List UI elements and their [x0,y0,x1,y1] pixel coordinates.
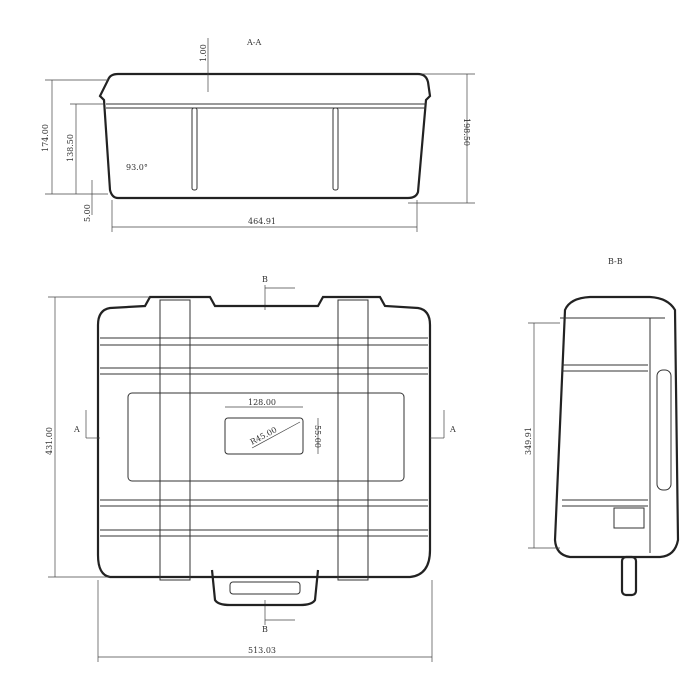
plan-view: B B 128.00 R45.00 55.00 A A 431.00 513.0… [45,275,456,662]
handle-grip [229,581,301,595]
side-handle [656,369,672,491]
rib [191,107,198,191]
section-b-b-label: B-B [608,257,623,266]
strap-right [337,299,369,581]
section-a-a: A-A 1.00 174.00 138.50 93.0° 5.00 464.91… [41,38,475,232]
dim-base: 5.00 [83,204,92,222]
dim-height-outer: 174.00 [41,124,50,152]
dim-width: 464.91 [248,217,276,226]
strap-left [159,299,191,581]
handle [210,569,320,607]
section-b-b: B-B 349.91 [524,257,680,597]
latch [620,555,638,597]
lid-panel [127,392,405,482]
dim-height-right: 198.50 [462,118,471,146]
rib [332,107,339,191]
dim-top: 1.00 [199,44,208,62]
dim-width: 513.03 [248,646,276,655]
section-marker-a-right: A [449,425,456,434]
section-marker-b-top: B [262,275,268,284]
vent [613,507,645,529]
dim-label-width: 128.00 [248,398,276,407]
section-marker-a-left: A [73,425,80,434]
dim-angle: 93.0° [126,163,148,172]
dim-label-height: 55.00 [313,425,322,448]
section-a-a-label: A-A [246,38,261,47]
case-side-outline [553,295,680,559]
dim-height: 431.00 [45,427,54,455]
dim-height: 349.91 [524,427,533,455]
label-area [224,417,304,455]
section-marker-b-bottom: B [262,625,268,634]
dim-height-inner: 138.50 [66,134,75,162]
case-plan-outline [96,295,432,579]
case-section-outline [98,72,432,200]
